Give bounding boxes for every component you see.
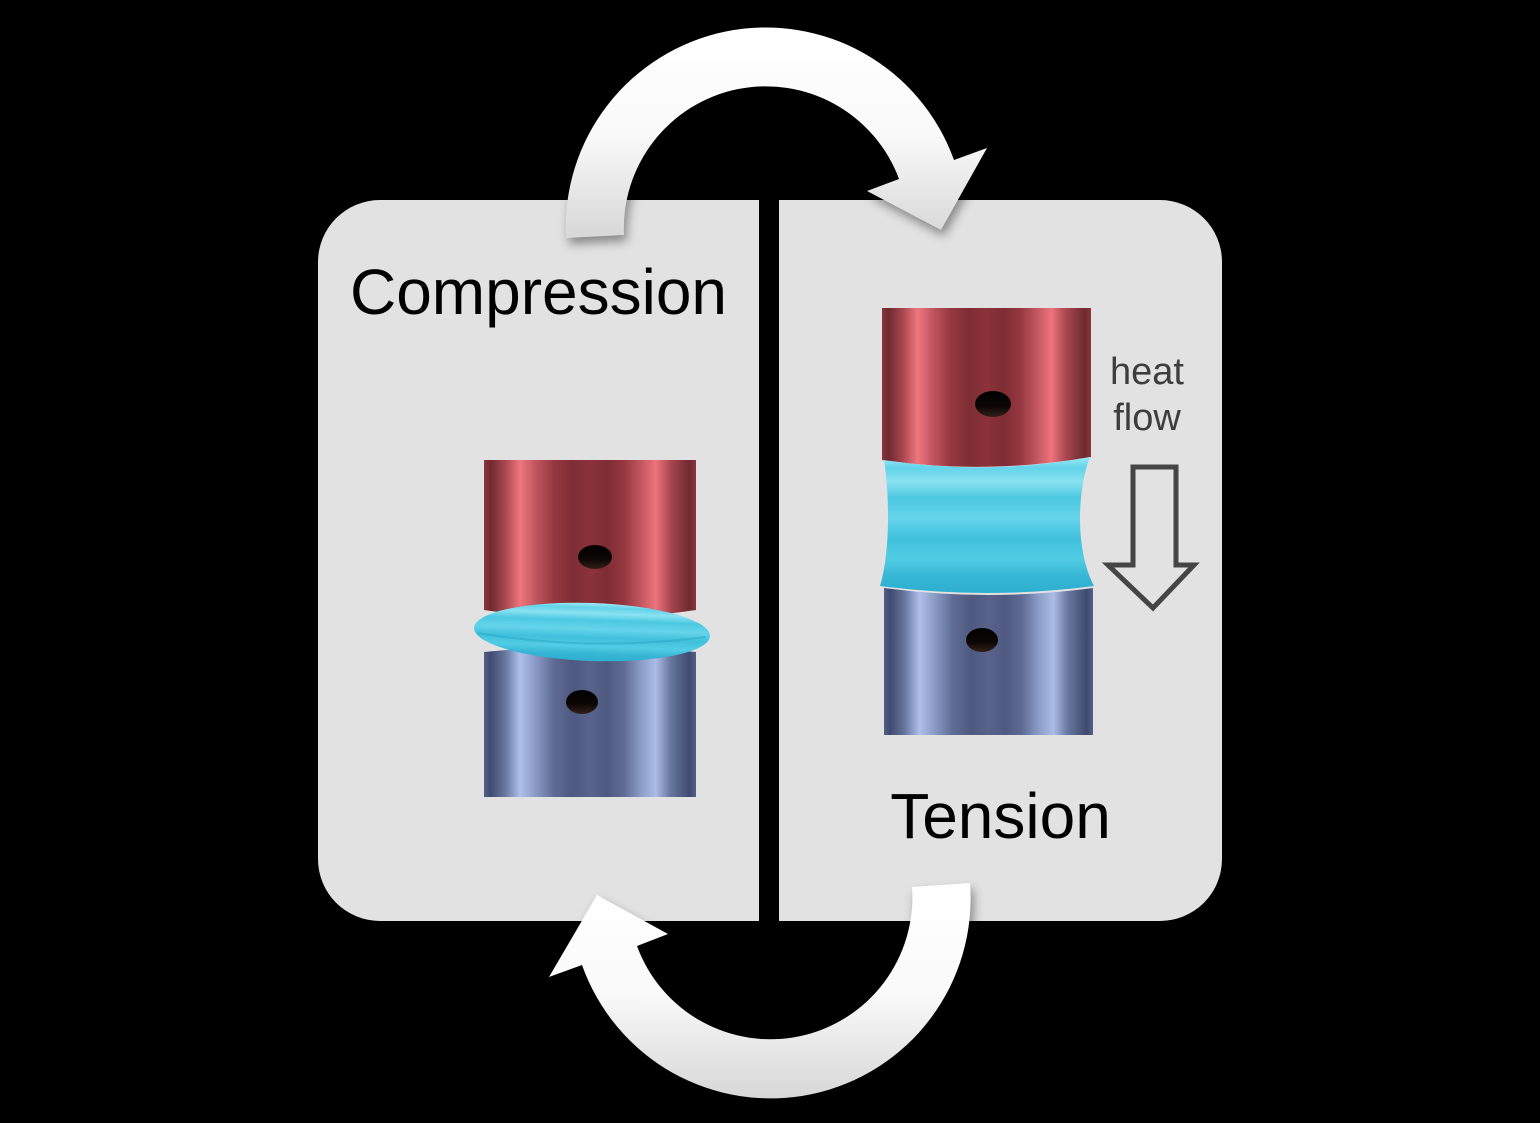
cold-cylinder [884,588,1093,735]
tension-label: Tension [890,780,1111,852]
compression-panel: Compression [318,200,759,921]
hot-cylinder-hole [975,391,1011,417]
hot-cylinder [882,308,1091,467]
cold-cylinder-hole [966,628,998,652]
hot-cylinder-hole [578,545,612,569]
compression-cylinder-stack [474,460,710,797]
heat-flow-label-line2: flow [1113,396,1181,439]
elastomer-fold-seam [477,632,707,645]
heat-flow-label-line1: heat [1110,351,1184,393]
elastomer-layer-stretched [880,457,1094,593]
tension-panel: Tension heat flow [779,200,1222,921]
hot-cylinder [484,460,696,618]
heat-flow-arrow-icon [1101,464,1200,612]
cold-cylinder-hole [566,690,598,714]
heat-flow-label: heat flow [1097,350,1197,441]
tension-cylinder-stack [880,308,1094,735]
compression-label: Compression [349,256,728,328]
cold-cylinder [484,647,696,797]
elastomer-layer-compressed [474,602,710,662]
